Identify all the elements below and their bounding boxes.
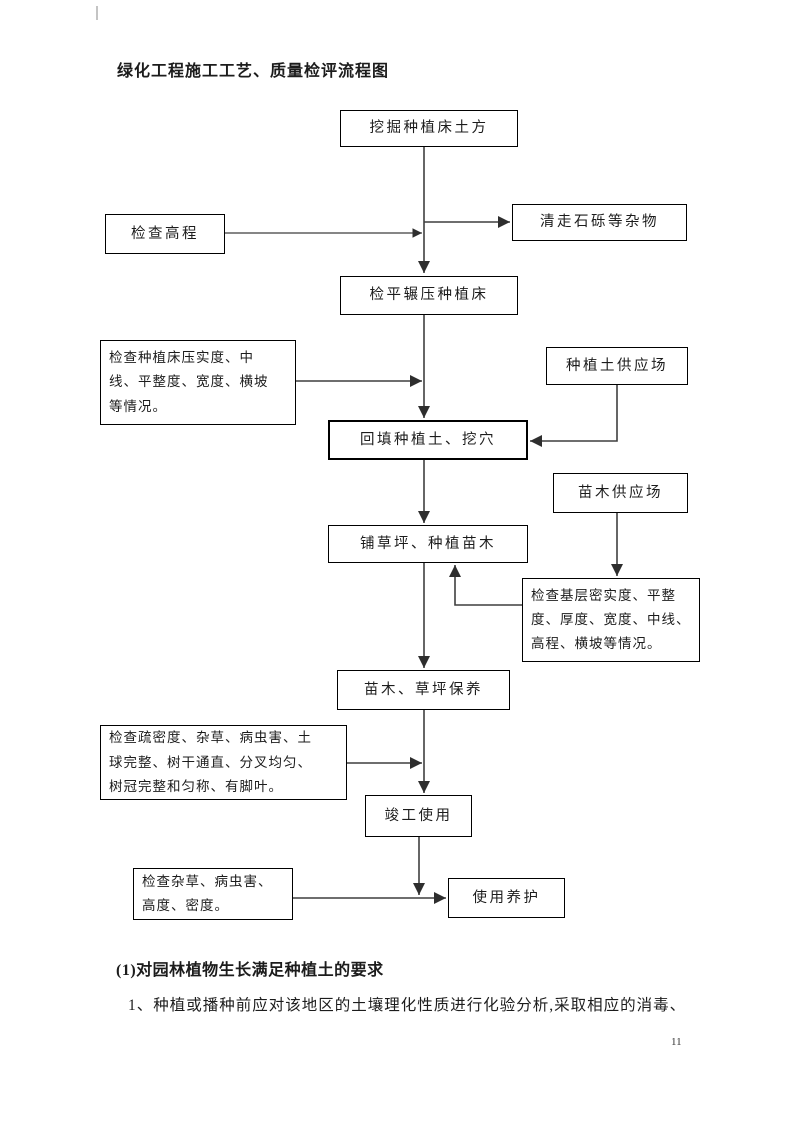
flow-box-check-bed-label: 检查种植床压实度、中 线、平整度、宽度、横坡 等情况。 xyxy=(109,350,269,414)
flow-box-level-roll-label: 检平辗压种植床 xyxy=(369,287,489,304)
flow-box-check-base-label: 检查基层密实度、平整 度、厚度、宽度、中线、 高程、横坡等情况。 xyxy=(531,587,691,651)
flow-box-check-weeds-label: 检查杂草、病虫害、 高度、密度。 xyxy=(142,873,273,913)
flow-box-check-elevation: 检查高程 xyxy=(105,214,225,254)
flow-box-check-elevation-label: 检查高程 xyxy=(131,225,199,242)
flow-box-check-weeds: 检查杂草、病虫害、 高度、密度。 xyxy=(133,868,293,920)
flow-box-soil-supply: 种植土供应场 xyxy=(546,347,688,385)
flow-box-use-maintain-label: 使用养护 xyxy=(472,889,541,906)
page-number: 11 xyxy=(671,1036,682,1048)
flow-box-check-base: 检查基层密实度、平整 度、厚度、宽度、中线、 高程、横坡等情况。 xyxy=(522,578,700,662)
flow-box-use-maintain: 使用养护 xyxy=(448,878,565,918)
flow-box-completion: 竣工使用 xyxy=(365,795,472,837)
section-heading: (1)对园林植物生长满足种植土的要求 xyxy=(116,962,384,979)
body-paragraph: 1、种植或播种前应对该地区的土壤理化性质进行化验分析,采取相应的消毒、 xyxy=(128,997,687,1014)
flow-box-seedling-supply-label: 苗木供应场 xyxy=(578,484,663,501)
flow-box-level-roll: 检平辗压种植床 xyxy=(340,276,518,315)
flow-box-check-density: 检查疏密度、杂草、病虫害、土 球完整、树干通直、分叉均匀、 树冠完整和匀称、有脚… xyxy=(100,725,347,800)
flow-box-backfill: 回填种植土、挖穴 xyxy=(328,420,528,460)
flow-box-lay-turf: 铺草坪、种植苗木 xyxy=(328,525,528,563)
flow-box-excavate: 挖掘种植床土方 xyxy=(340,110,518,147)
flow-box-clear-gravel-label: 清走石砾等杂物 xyxy=(540,214,659,231)
connector-soil-supply-to-backfill xyxy=(530,385,618,447)
flow-box-check-bed: 检查种植床压实度、中 线、平整度、宽度、横坡 等情况。 xyxy=(100,340,296,425)
flow-box-soil-supply-label: 种植土供应场 xyxy=(566,357,668,374)
flow-box-lay-turf-label: 铺草坪、种植苗木 xyxy=(360,535,496,552)
flow-box-backfill-label: 回填种植土、挖穴 xyxy=(360,431,496,448)
flow-box-clear-gravel: 清走石砾等杂物 xyxy=(512,204,687,241)
flow-box-completion-label: 竣工使用 xyxy=(384,807,453,824)
page-title: 绿化工程施工工艺、质量检评流程图 xyxy=(117,63,390,80)
flow-box-maintain: 苗木、草坪保养 xyxy=(337,670,510,710)
connector-check-base-to-lay-turf xyxy=(449,565,522,606)
flow-box-excavate-label: 挖掘种植床土方 xyxy=(369,120,489,137)
flow-box-check-density-label: 检查疏密度、杂草、病虫害、土 球完整、树干通直、分叉均匀、 树冠完整和匀称、有脚… xyxy=(109,730,312,794)
flow-box-seedling-supply: 苗木供应场 xyxy=(553,473,688,513)
flow-box-maintain-label: 苗木、草坪保养 xyxy=(364,681,483,698)
